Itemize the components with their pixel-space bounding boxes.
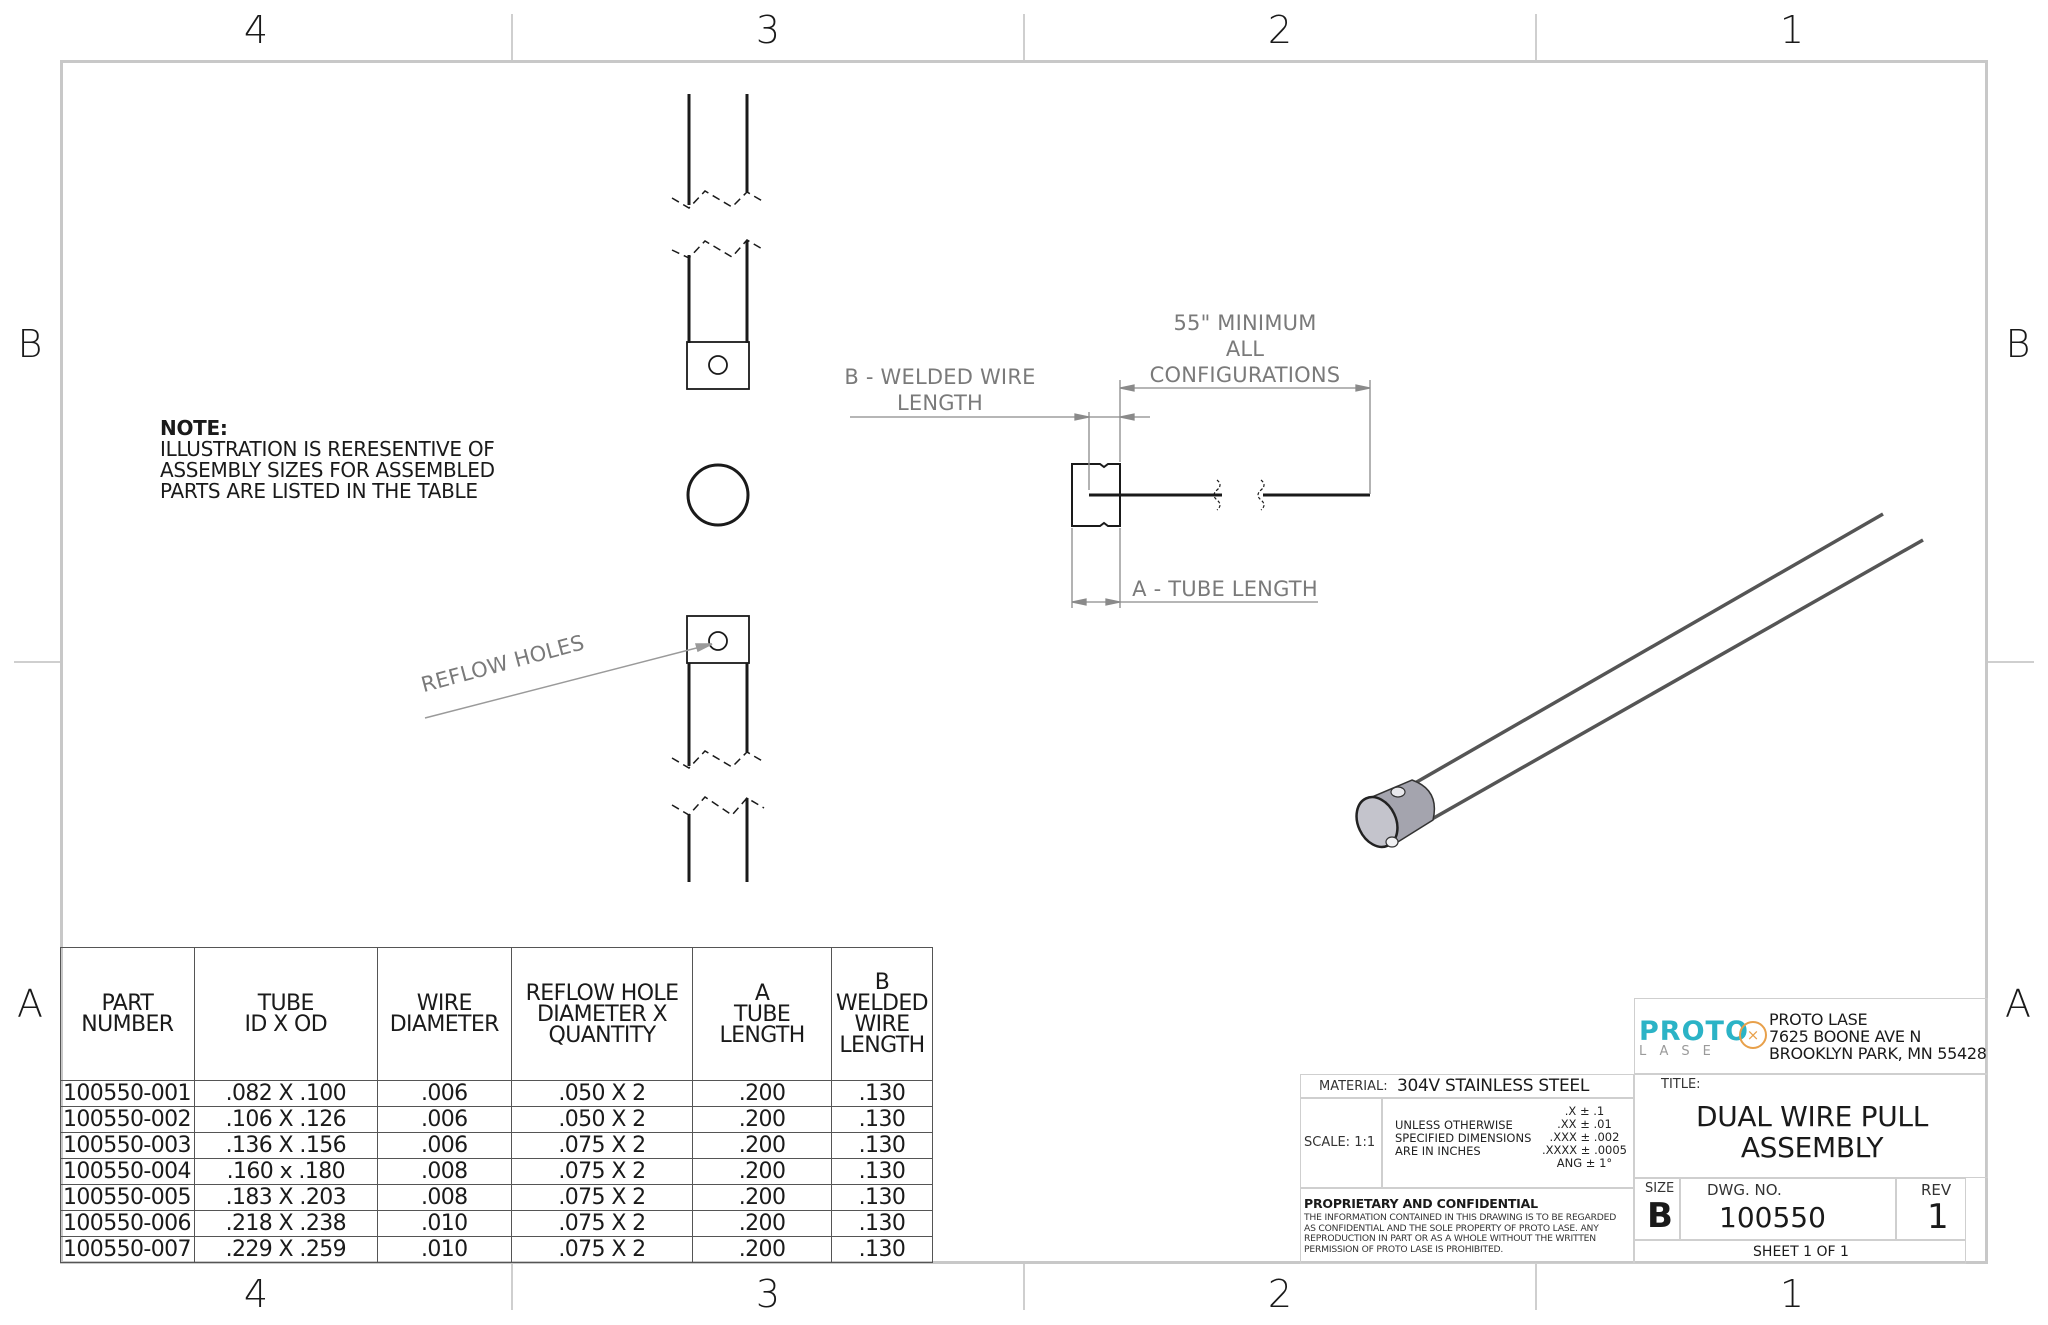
zone-col-3-bottom: 3 xyxy=(755,1272,781,1316)
welded-wire-length-label: B - WELDED WIRE LENGTH xyxy=(844,365,1036,415)
drawing-border xyxy=(60,60,1988,1264)
zone-col-2-bottom: 2 xyxy=(1267,1272,1293,1316)
zone-col-4-top: 4 xyxy=(243,8,269,52)
note-line: ASSEMBLY SIZES FOR ASSEMBLED xyxy=(160,458,495,482)
minimum-length-label: 55" MINIMUM ALL CONFIGURATIONS xyxy=(1149,311,1341,387)
company-block: PROTO LASE × PROTO LASE 7625 BOONE AVE N… xyxy=(1634,998,1988,1074)
table-row: 100550-004.160 x .180.008.075 X 2.200.13… xyxy=(60,1158,934,1185)
drawing-number: 100550 xyxy=(1719,1201,1826,1234)
proprietary-heading: PROPRIETARY AND CONFIDENTIAL xyxy=(1304,1196,1538,1211)
tolerance-block: UNLESS OTHERWISE SPECIFIED DIMENSIONS AR… xyxy=(1382,1098,1634,1188)
note-heading: NOTE: xyxy=(160,416,228,440)
material-value: 304V STAINLESS STEEL xyxy=(1397,1076,1590,1096)
revision: 1 xyxy=(1927,1197,1949,1237)
tube-front-view-upper xyxy=(671,94,765,390)
company-logo: PROTO LASE xyxy=(1639,1016,1749,1059)
note-line: PARTS ARE LISTED IN THE TABLE xyxy=(160,479,478,503)
company-address: PROTO LASE 7625 BOONE AVE N BROOKLYN PAR… xyxy=(1769,1010,1987,1063)
reflow-holes-leader xyxy=(424,643,713,719)
zone-ticks xyxy=(14,14,2034,1310)
tube-end-view xyxy=(686,463,750,527)
tolerance-values: .X ± .1 .XX ± .01 .XXX ± .002 .XXXX ± .0… xyxy=(1541,1104,1627,1170)
proprietary-text: THE INFORMATION CONTAINED IN THIS DRAWIN… xyxy=(1304,1212,1617,1255)
scale-block: SCALE: 1:1 xyxy=(1300,1098,1382,1188)
sheet-number: SHEET 1 OF 1 xyxy=(1753,1244,1849,1260)
table-row: 100550-007.229 X .259.010.075 X 2.200.13… xyxy=(60,1236,934,1263)
drawing-title: DUAL WIRE PULL ASSEMBLY xyxy=(1695,1100,1929,1164)
zone-row-b-right: B xyxy=(2005,322,2031,366)
note-line: ILLUSTRATION IS RERESENTIVE OF xyxy=(160,437,495,461)
tube-front-view-lower xyxy=(671,615,765,882)
zone-col-4-bottom: 4 xyxy=(243,1272,269,1316)
tube-side-view xyxy=(1071,463,1370,527)
dwg-no-block: DWG. NO. 100550 xyxy=(1680,1178,1896,1240)
table-row: 100550-002.106 X .126.006.050 X 2.200.13… xyxy=(60,1106,934,1133)
tube-length-label: A - TUBE LENGTH xyxy=(1132,577,1318,601)
zone-col-1-bottom: 1 xyxy=(1779,1272,1805,1316)
logo-x-icon: × xyxy=(1739,1021,1767,1049)
table-row: 100550-006.218 X .238.010.075 X 2.200.13… xyxy=(60,1210,934,1237)
table-row: 100550-001.082 X .100.006.050 X 2.200.13… xyxy=(60,1080,934,1107)
dimension-lines xyxy=(850,380,1371,608)
zone-row-b-left: B xyxy=(17,322,43,366)
zone-col-1-top: 1 xyxy=(1779,8,1805,52)
title-block: TITLE: DUAL WIRE PULL ASSEMBLY xyxy=(1634,1074,1988,1178)
isometric-assembly-view xyxy=(1355,512,1924,849)
rev-block: REV 1 xyxy=(1896,1178,1966,1240)
zone-row-a-right: A xyxy=(2005,982,2031,1026)
proprietary-block: PROPRIETARY AND CONFIDENTIAL THE INFORMA… xyxy=(1300,1188,1634,1264)
material-block: MATERIAL: 304V STAINLESS STEEL xyxy=(1300,1074,1634,1098)
tolerance-note: UNLESS OTHERWISE SPECIFIED DIMENSIONS AR… xyxy=(1395,1118,1532,1158)
table-row: 100550-003.136 X .156.006.075 X 2.200.13… xyxy=(60,1132,934,1159)
zone-col-3-top: 3 xyxy=(755,8,781,52)
sheet-size: B xyxy=(1647,1196,1673,1236)
zone-col-2-top: 2 xyxy=(1267,8,1293,52)
zone-row-a-left: A xyxy=(17,982,43,1026)
sheet-block: SHEET 1 OF 1 xyxy=(1634,1240,1966,1264)
table-row: 100550-005.183 X .203.008.075 X 2.200.13… xyxy=(60,1184,934,1211)
drawing-note: NOTE: ILLUSTRATION IS RERESENTIVE OF ASS… xyxy=(160,418,495,502)
size-block: SIZE B xyxy=(1634,1178,1680,1240)
